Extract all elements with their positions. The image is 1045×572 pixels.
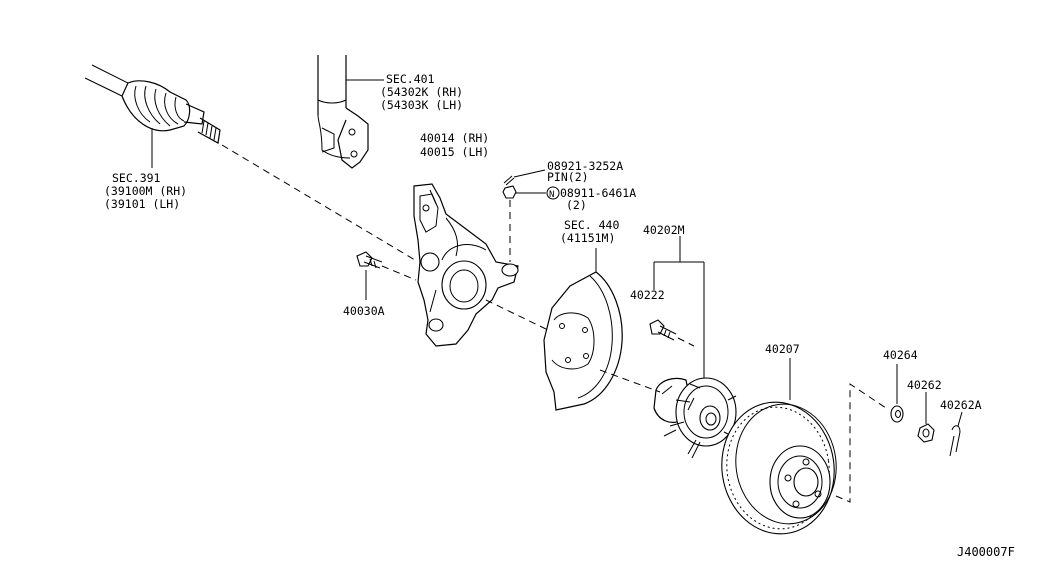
strut-lh: (54303K (LH) xyxy=(380,98,463,112)
washer-drawing xyxy=(890,364,904,423)
rotor-label: 40207 xyxy=(765,342,800,356)
nut-drawing xyxy=(502,185,546,262)
washer-label: 40264 xyxy=(883,348,918,362)
cotter-pin-label: 40262A xyxy=(940,398,982,412)
drive-shaft-label: SEC.391 (39100M (RH) (39101 (LH) xyxy=(104,171,187,211)
strut-label: SEC.401 (54302K (RH) (54303K (LH) xyxy=(380,72,463,112)
drive-shaft-sec: SEC.391 xyxy=(112,171,161,185)
strut-rh: (54302K (RH) xyxy=(380,85,463,99)
pin-qty: PIN(2) xyxy=(547,170,589,184)
baffle-label: SEC. 440 (41151M) xyxy=(560,218,619,245)
hub-bolt-drawing xyxy=(649,319,695,347)
knuckle-lh: 40015 (LH) xyxy=(420,145,489,159)
hub-nut-drawing xyxy=(917,392,935,443)
nut-n-qty: (2) xyxy=(566,198,587,212)
hub-bolt-label: 40222 xyxy=(630,288,665,302)
nut-n-part: 08911-6461A xyxy=(560,186,636,200)
drive-shaft-drawing xyxy=(84,64,221,168)
hub-assembly-bracket xyxy=(653,236,705,385)
knuckle-drawing xyxy=(413,183,519,347)
nut-n-label: N 08911-6461A (2) xyxy=(546,186,636,212)
strut-drawing xyxy=(317,55,384,169)
nut-n-symbol: N xyxy=(549,190,554,200)
strut-sec: SEC.401 xyxy=(386,72,435,86)
pin-label: 08921-3252A PIN(2) xyxy=(547,159,623,184)
drive-shaft-lh: (39101 (LH) xyxy=(104,197,180,211)
knuckle-rh: 40014 (RH) xyxy=(420,131,489,145)
drive-shaft-rh: (39100M (RH) xyxy=(104,184,187,198)
baffle-plate-drawing xyxy=(543,248,623,411)
bolt-drawing xyxy=(356,251,417,300)
n-symbol-icon xyxy=(546,186,560,200)
knuckle-label: 40014 (RH) 40015 (LH) xyxy=(420,131,489,159)
baffle-sec: SEC. 440 xyxy=(564,218,619,232)
pin-part: 08921-3252A xyxy=(547,159,623,173)
baffle-part: (41151M) xyxy=(560,231,615,245)
cotter-pin-drawing xyxy=(949,411,963,457)
bolt-label: 40030A xyxy=(343,304,385,318)
diagram-id: J400007F xyxy=(957,545,1015,559)
hub-drawing xyxy=(653,377,737,459)
hub-nut-label: 40262 xyxy=(907,378,942,392)
hub-assembly-label: 40202M xyxy=(643,223,685,237)
pin-drawing xyxy=(503,169,546,186)
rotor-drawing xyxy=(721,358,837,535)
